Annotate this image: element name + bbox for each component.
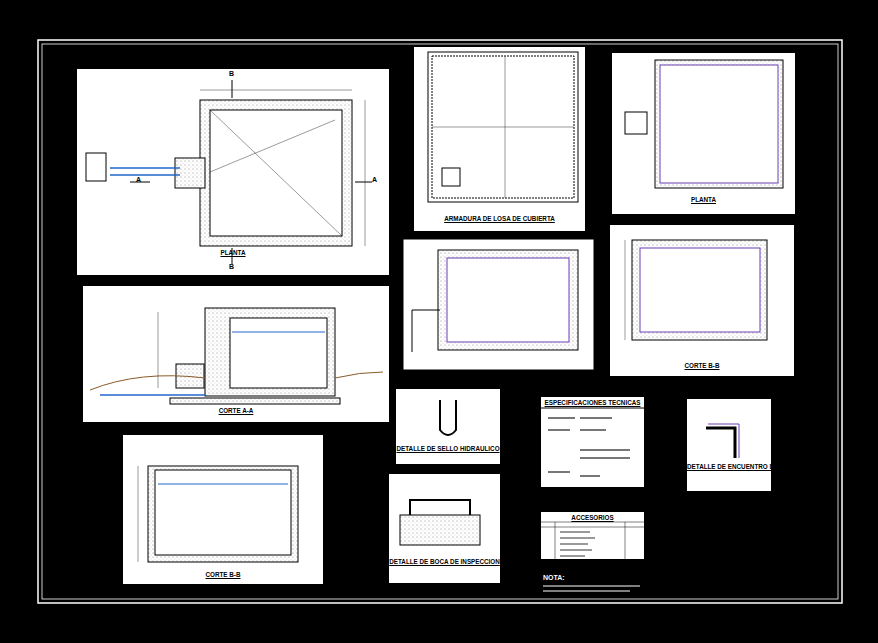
panel-title: ESPECIFICACIONES TECNICAS: [541, 399, 644, 406]
drawing-panel: PLANTA: [611, 52, 796, 215]
panel-title: DETALLE DE BOCA DE INSPECCION: [389, 558, 500, 565]
drawing-panel: ESPECIFICACIONES TECNICAS: [540, 396, 645, 488]
drawing-panel: CORTE B-B: [122, 434, 324, 585]
drawing-panel: DETALLE DE BOCA DE INSPECCION: [388, 473, 501, 584]
section-marker: A: [372, 176, 377, 183]
panel-title: CORTE A-A: [83, 407, 389, 414]
panel-title: DETALLE DE ENCUENTRO DE MUROS: [687, 463, 771, 470]
panel-title: CORTE B-B: [610, 362, 794, 369]
section-marker: B: [229, 70, 234, 77]
note-label: NOTA:: [543, 574, 565, 581]
panel-title: ACCESORIOS: [541, 514, 644, 521]
drawing-panel: CORTE B-B: [609, 224, 795, 377]
panel-title: PLANTA: [77, 249, 389, 256]
drawing-panel: ARMADURA DE LOSA DE CUBIERTA: [413, 46, 586, 232]
panel-title: DETALLE DE SELLO HIDRAULICO: [396, 445, 500, 452]
section-marker: B: [229, 263, 234, 270]
drawing-panel: DETALLE DE SELLO HIDRAULICO: [395, 388, 501, 465]
panel-title: PLANTA: [612, 196, 795, 203]
panel-title: ARMADURA DE LOSA DE CUBIERTA: [414, 215, 585, 222]
section-marker: A: [136, 176, 141, 183]
panel-title: CORTE B-B: [123, 571, 323, 578]
drawing-panel: CORTE A-A: [82, 285, 390, 423]
drawing-panel: ACCESORIOS: [540, 511, 645, 560]
drawing-panel: PLANTA: [76, 68, 390, 276]
drawing-panel: DETALLE DE ENCUENTRO DE MUROS: [686, 398, 772, 492]
